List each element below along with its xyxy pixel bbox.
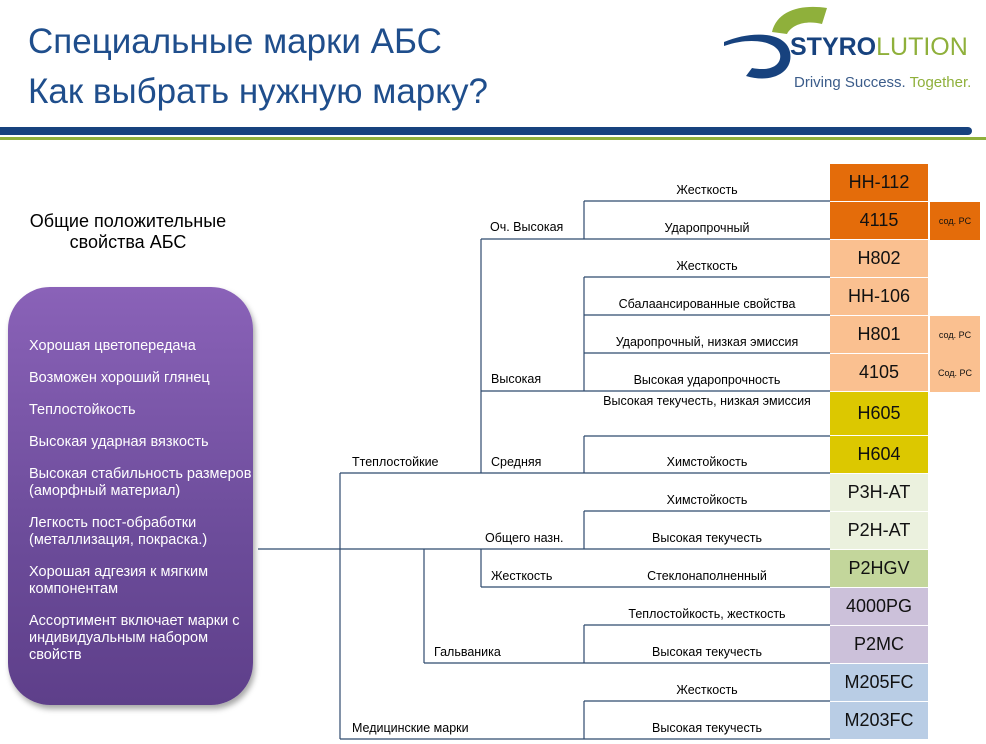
property-label: Ударопрочный, низкая эмиссия	[615, 335, 799, 349]
header-divider-blue	[0, 127, 972, 135]
grade-cell: H604	[830, 436, 928, 474]
slide-title-line2: Как выбрать нужную марку?	[28, 72, 488, 111]
property-label: Теплостойкость, жесткость	[628, 607, 786, 621]
property-label: Высокая текучесть, низкая эмиссия	[603, 394, 811, 408]
property-label: Высокая текучесть	[652, 721, 762, 735]
left-panel-heading: Общие положительные свойства АБС	[29, 211, 227, 252]
grade-cell: HH-106	[830, 278, 928, 316]
branch-stiffness: Жесткость	[491, 569, 553, 583]
property-label: Химстойкость	[666, 493, 748, 507]
grade-cell: P3H-AT	[830, 474, 928, 512]
logo-tagline-a: Driving Success.	[794, 74, 906, 91]
property-item: Высокая стабильность размеров (аморфный …	[29, 466, 252, 499]
header-divider-green	[0, 137, 986, 140]
branch-medical: Медицинские марки	[352, 721, 469, 735]
logo-brand-light: LUTION	[876, 33, 968, 61]
property-item: Хорошая адгезия к мягким компонентам	[29, 564, 209, 597]
logo-tagline-b: Together.	[909, 74, 972, 91]
slide-title-line1: Специальные марки АБС	[28, 22, 442, 61]
property-label: Ударопрочный	[664, 221, 750, 235]
branch-galvanic: Гальваника	[434, 645, 501, 659]
grade-cell: HH-112	[830, 164, 928, 202]
property-label: Жесткость	[676, 683, 738, 697]
grade-cell: P2MC	[830, 626, 928, 664]
property-item: Высокая ударная вязкость	[29, 434, 209, 450]
grade-cell: 4115	[830, 202, 928, 240]
pc-content-note: Сод. PC	[930, 354, 980, 393]
grade-cell: P2HGV	[830, 550, 928, 588]
properties-panel	[8, 287, 253, 705]
logo-swoosh-icon	[724, 6, 827, 79]
property-label: Высокая текучесть	[652, 645, 762, 659]
property-label: Сбалаансированные свойства	[618, 297, 796, 311]
branch-very-high: Оч. Высокая	[490, 220, 564, 234]
property-item: Хорошая цветопередача	[29, 338, 196, 354]
property-label: Жесткость	[676, 183, 738, 197]
grade-cell: 4105	[830, 354, 928, 392]
grade-cell: H605	[830, 392, 928, 436]
pc-content-note: сод. PC	[930, 202, 980, 241]
property-item: Теплостойкость	[29, 402, 136, 418]
branch-medium: Средняя	[491, 455, 542, 469]
grade-cell: P2H-AT	[830, 512, 928, 550]
branch-heat-resistant: Ттеплостойкие	[352, 455, 439, 469]
property-item: Возможен хороший глянец	[29, 370, 210, 386]
property-label: Жесткость	[676, 259, 738, 273]
property-label: Химстойкость	[666, 455, 748, 469]
grade-cell: M205FC	[830, 664, 928, 702]
branch-high: Высокая	[491, 372, 542, 386]
branch-general-purpose: Общего назн.	[485, 531, 564, 545]
property-item: Ассортимент включает марки с индивидуаль…	[29, 613, 240, 663]
grade-cell: H802	[830, 240, 928, 278]
grade-cell: M203FC	[830, 702, 928, 740]
property-item: Легкость пост-обработки (металлизация, п…	[29, 515, 208, 548]
property-label: Высокая ударопрочность	[633, 373, 781, 387]
grade-cell: H801	[830, 316, 928, 354]
pc-content-note: сод. PC	[930, 316, 980, 355]
grade-cell: 4000PG	[830, 588, 928, 626]
logo-brand-bold: STYRO	[790, 33, 877, 61]
property-label: Стеклонаполненный	[647, 569, 767, 583]
property-label: Высокая текучесть	[652, 531, 762, 545]
